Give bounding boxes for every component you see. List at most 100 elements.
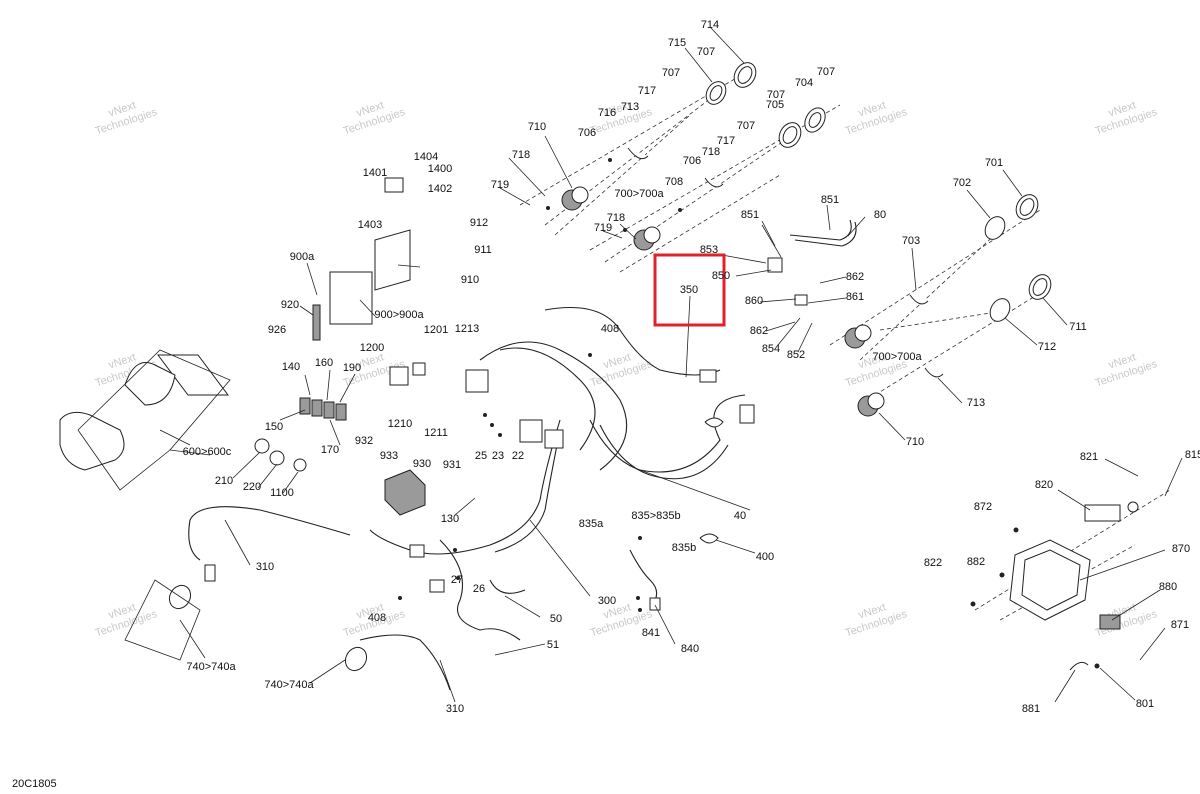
callout-911: 911 (474, 244, 492, 256)
diagram-id: 20C1805 (12, 778, 57, 790)
callout-707: 707 (767, 89, 785, 101)
callout-872: 872 (974, 501, 992, 513)
callout-1200: 1200 (360, 342, 384, 354)
callout-220: 220 (243, 481, 261, 493)
callout-1100: 1100 (270, 487, 294, 499)
callout-713: 713 (967, 397, 985, 409)
callout-707: 707 (737, 120, 755, 132)
callout-707: 707 (697, 46, 715, 58)
callout-707: 707 (817, 66, 835, 78)
callout-900-900a: 900>900a (374, 309, 424, 321)
callout-713: 713 (621, 101, 639, 113)
callout-841: 841 (642, 627, 660, 639)
callout-130: 130 (441, 513, 459, 525)
callout-1402: 1402 (428, 183, 452, 195)
callout-50: 50 (550, 613, 562, 625)
callout-708: 708 (665, 176, 683, 188)
callout-190: 190 (343, 362, 361, 374)
callout-170: 170 (321, 444, 339, 456)
callout-51: 51 (547, 639, 559, 651)
callout-801: 801 (1136, 698, 1154, 710)
callout-881: 881 (1022, 703, 1040, 715)
callout-851: 851 (821, 194, 839, 206)
callout-710: 710 (906, 436, 924, 448)
callout-710: 710 (528, 121, 546, 133)
callout-706: 706 (683, 155, 701, 167)
callout-820: 820 (1035, 479, 1053, 491)
callout-931: 931 (443, 459, 461, 471)
callout-716: 716 (598, 107, 616, 119)
callout-703: 703 (902, 235, 920, 247)
callout-740-740a: 740>740a (186, 661, 236, 673)
callout-854: 854 (762, 343, 780, 355)
callout-1210: 1210 (388, 418, 412, 430)
highlight-box (653, 253, 726, 327)
callout-719: 719 (491, 179, 509, 191)
callout-704: 704 (795, 77, 813, 89)
callout-701: 701 (985, 157, 1003, 169)
callout-27: 27 (451, 574, 463, 586)
callout-862: 862 (846, 271, 864, 283)
callout-714: 714 (701, 19, 719, 31)
callout-1201: 1201 (424, 324, 448, 336)
callout-1403: 1403 (358, 219, 382, 231)
callout-815: 815 (1185, 449, 1200, 461)
callout-1213: 1213 (455, 323, 479, 335)
callout-740-740a: 740>740a (264, 679, 314, 691)
highlight-label: 350 (680, 284, 698, 296)
callout-700-700a: 700>700a (614, 188, 664, 200)
callout-821: 821 (1080, 451, 1098, 463)
callout-210: 210 (215, 475, 233, 487)
callout-930: 930 (413, 458, 431, 470)
callout-700-700a: 700>700a (872, 351, 922, 363)
callout-1211: 1211 (424, 427, 448, 439)
callout-835b: 835b (672, 542, 696, 554)
callout-40: 40 (734, 510, 746, 522)
callout-717: 717 (638, 85, 656, 97)
callout-1404: 1404 (414, 151, 438, 163)
callout-933: 933 (380, 450, 398, 462)
callout-718: 718 (607, 212, 625, 224)
callout-702: 702 (953, 177, 971, 189)
callout-880: 880 (1159, 581, 1177, 593)
callout-860: 860 (745, 295, 763, 307)
callout-22: 22 (512, 450, 524, 462)
callout-1401: 1401 (363, 167, 387, 179)
callout-25: 25 (475, 450, 487, 462)
callout-862: 862 (750, 325, 768, 337)
callout-718: 718 (702, 146, 720, 158)
callout-900a: 900a (290, 251, 315, 263)
callout-140: 140 (282, 361, 300, 373)
callout-408: 408 (601, 323, 619, 335)
callout-150: 150 (265, 421, 283, 433)
leader-lines (159, 27, 1183, 703)
callout-840: 840 (681, 643, 699, 655)
callout-310: 310 (446, 703, 464, 715)
callout-850: 850 (712, 270, 730, 282)
callout-870: 870 (1172, 543, 1190, 555)
callout-707: 707 (662, 67, 680, 79)
callout-920: 920 (281, 299, 299, 311)
callout-718: 718 (512, 149, 530, 161)
callout-912: 912 (470, 217, 488, 229)
callout-80: 80 (874, 209, 886, 221)
callout-851: 851 (741, 209, 759, 221)
callout-705: 705 (766, 99, 784, 111)
main-harness (168, 307, 755, 691)
callout-600-600c: 600>600c (183, 446, 232, 458)
callout-932: 932 (355, 435, 373, 447)
group-brackets (77, 349, 231, 661)
callout-300: 300 (598, 595, 616, 607)
callout-711: 711 (1069, 321, 1087, 333)
left-components (59, 177, 426, 516)
